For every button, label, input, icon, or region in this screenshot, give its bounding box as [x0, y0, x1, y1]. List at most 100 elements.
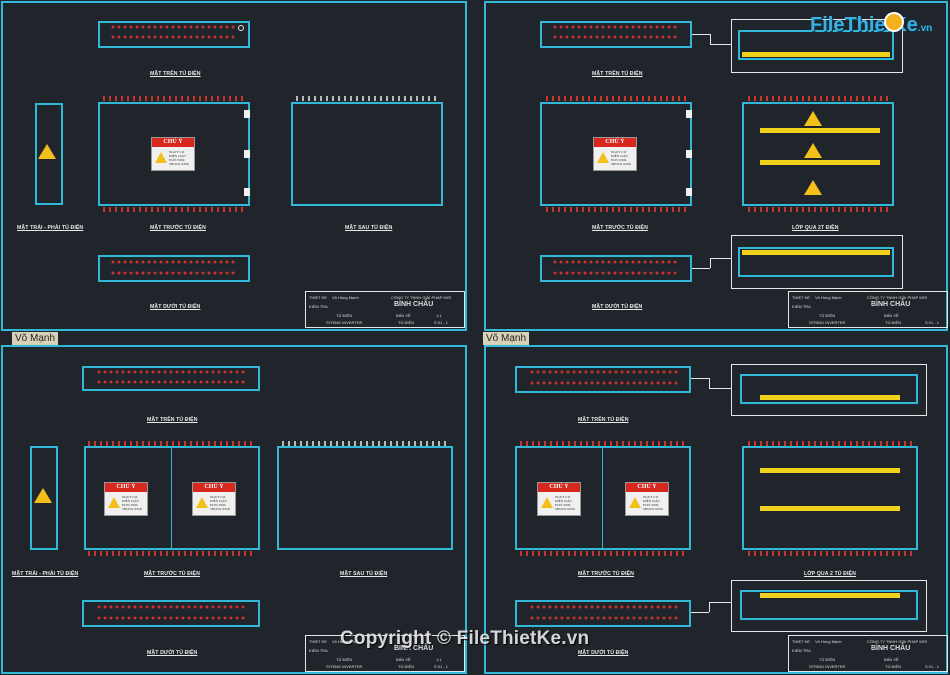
- gland-row: [520, 441, 686, 446]
- din-rail: [760, 593, 900, 598]
- warning-triangle-icon: [196, 497, 208, 508]
- label-bottom-view: MẶT DƯỚI TỦ ĐIỆN: [592, 304, 643, 310]
- label-front-view: MẶT TRƯỚC TỦ ĐIỆN: [144, 571, 200, 577]
- leader-line: [709, 388, 731, 389]
- terminal-row: [96, 616, 246, 620]
- cabinet-top-view: [515, 366, 691, 393]
- gland-row: [748, 551, 914, 556]
- label-front-view: MẶT TRƯỚC TỦ ĐIỆN: [578, 571, 634, 577]
- terminal-row: [110, 271, 236, 275]
- leader-line: [709, 602, 710, 612]
- drawing-sheet-4: [484, 345, 948, 674]
- detail-bottom-frame: [731, 235, 903, 289]
- leader-line: [709, 378, 710, 388]
- din-rail: [760, 506, 900, 511]
- gland-row: [748, 441, 914, 446]
- leader-line: [710, 44, 732, 45]
- hinge-icon: [686, 110, 692, 118]
- gland-row: [88, 441, 256, 446]
- hinge-icon: [244, 188, 250, 196]
- cabinet-bottom-view: [82, 600, 260, 627]
- label-top-view: MẶT TRÊN TỦ ĐIỆN: [150, 71, 201, 77]
- inner-layer-view: [742, 102, 894, 206]
- leader-line: [691, 612, 709, 613]
- cabinet-front-view: [515, 446, 691, 550]
- hinge-icon: [686, 150, 692, 158]
- din-rail: [760, 468, 900, 473]
- layout-tab-right[interactable]: Võ Mạnh: [483, 332, 530, 345]
- leader-line: [692, 268, 710, 269]
- detail-bottom-panel: [738, 247, 894, 277]
- layout-tab-left[interactable]: Võ Mạnh: [12, 332, 59, 345]
- label-top-view: MẶT TRÊN TỦ ĐIỆN: [578, 417, 629, 423]
- terminal-row: [552, 25, 678, 29]
- detail-bottom-frame: [731, 580, 927, 632]
- leader-line: [710, 258, 711, 268]
- din-rail: [760, 160, 880, 165]
- terminal-row: [529, 616, 679, 620]
- cabinet-bottom-view: [515, 600, 691, 627]
- logo-badge-icon: [884, 12, 904, 32]
- label-top-view: MẶT TRÊN TỦ ĐIỆN: [147, 417, 198, 423]
- label-back-view: MẶT SAU TỦ ĐIỆN: [340, 571, 388, 577]
- title-block: THIẾT KẾ KIỂM TRA Võ Hùng Mạnh CÔNG TY T…: [305, 291, 465, 328]
- cabinet-top-view: [98, 21, 250, 48]
- title-block: THIẾT KẾ KIỂM TRA Võ Hùng Mạnh CÔNG TY T…: [788, 291, 948, 328]
- leader-line: [709, 602, 731, 603]
- drawing-sheet-2: [484, 1, 948, 331]
- cabinet-back-view: [291, 102, 443, 206]
- hinge-icon: [244, 150, 250, 158]
- cabinet-side-view: [35, 103, 63, 205]
- terminal-row: [552, 260, 678, 264]
- cabinet-side-view: [30, 446, 58, 550]
- gland-row: [296, 96, 436, 101]
- din-rail: [742, 250, 890, 255]
- terminal-row: [110, 260, 236, 264]
- warning-triangle-icon: [108, 497, 120, 508]
- detail-top-panel: [738, 30, 894, 60]
- door-split: [602, 448, 603, 548]
- label-back-view: MẶT SAU TỦ ĐIỆN: [345, 225, 393, 231]
- gland-row: [103, 96, 243, 101]
- cabinet-top-view: [82, 366, 260, 391]
- warning-triangle-icon: [155, 152, 167, 163]
- cabinet-bottom-view: [540, 255, 692, 282]
- mount-hole: [238, 25, 244, 31]
- label-inner-layer: LỚP QUA 2 TỦ ĐIỆN: [804, 571, 856, 577]
- warning-triangle-icon: [804, 111, 822, 126]
- detail-top-frame: [731, 364, 927, 416]
- inner-layer-view: [742, 446, 918, 550]
- terminal-row: [529, 381, 679, 385]
- label-bottom-view: MẶT DƯỚI TỦ ĐIỆN: [578, 650, 629, 656]
- gland-row: [546, 207, 686, 212]
- cabinet-back-view: [277, 446, 453, 550]
- terminal-row: [529, 370, 679, 374]
- warning-triangle-icon: [34, 488, 52, 503]
- label-front-view: MẶT TRƯỚC TỦ ĐIỆN: [592, 225, 648, 231]
- gland-row: [546, 96, 686, 101]
- label-top-view: MẶT TRÊN TỦ ĐIỆN: [592, 71, 643, 77]
- hinge-icon: [244, 110, 250, 118]
- drawing-sheet-3: [1, 345, 467, 674]
- gland-row: [748, 207, 888, 212]
- terminal-row: [529, 605, 679, 609]
- detail-top-panel: [740, 374, 918, 404]
- cabinet-front-view: [84, 446, 260, 550]
- din-rail: [760, 128, 880, 133]
- warning-triangle-icon: [629, 497, 641, 508]
- terminal-row: [96, 370, 246, 374]
- warning-heading: CHÚ Ý: [152, 138, 194, 147]
- terminal-row: [96, 605, 246, 609]
- label-bottom-view: MẶT DƯỚI TỦ ĐIỆN: [147, 650, 198, 656]
- label-bottom-view: MẶT DƯỚI TỦ ĐIỆN: [150, 304, 201, 310]
- terminal-row: [552, 35, 678, 39]
- warning-triangle-icon: [541, 497, 553, 508]
- gland-row: [88, 551, 256, 556]
- gland-row: [282, 441, 448, 446]
